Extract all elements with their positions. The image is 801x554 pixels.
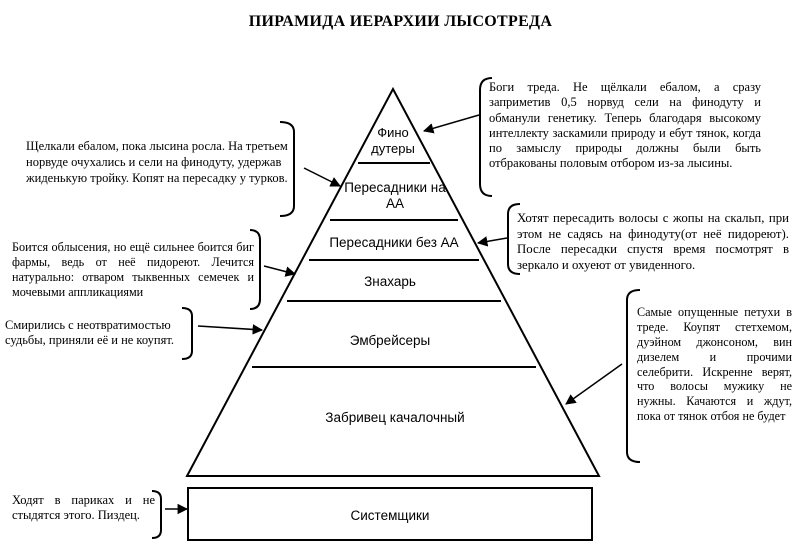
note-afraid: Боится облысения, но ещё сильнее боится …: [12, 240, 254, 299]
arrow: [263, 265, 297, 277]
level-gym-shaver: Забривец качалочный: [325, 410, 465, 425]
note-lowest: Самые опущенные петухи в треде. Коупят с…: [637, 305, 792, 424]
arrow: [303, 167, 341, 187]
bracket: [151, 490, 162, 539]
level-sysadmins: Системщики: [350, 508, 430, 523]
bracket: [279, 121, 295, 217]
level-finodutery: Фино дутеры: [371, 125, 415, 157]
bracket: [626, 289, 641, 463]
note-accepted: Смирились с неотвратимостью судьбы, прин…: [5, 318, 174, 348]
note-wigs: Ходят в париках и не стыдятся этого. Пиз…: [12, 493, 155, 523]
note-gods: Боги треда. Не щёлкали ебалом, а сразу з…: [489, 80, 761, 171]
arrow: [422, 114, 480, 134]
arrow: [197, 324, 264, 335]
page-title: ПИРАМИДА ИЕРАРХИИ ЛЫСОТРЕДА: [248, 13, 553, 30]
arrow: [476, 236, 508, 247]
level-healer: Знахарь: [364, 274, 416, 289]
bracket: [507, 203, 521, 275]
pyramid-outline: [185, 86, 601, 477]
level-embracers: Эмбрейсеры: [349, 333, 431, 348]
note-clicked: Щелкали ебалом, пока лысина росла. На тр…: [26, 139, 288, 185]
level-transplant-aa: Пересадники на АА: [344, 180, 446, 212]
note-transplant: Хотят пересадить волосы с жопы на скальп…: [517, 211, 789, 272]
level-transplant-no-aa: Пересадники без АА: [329, 235, 459, 250]
arrow: [565, 363, 623, 405]
bracket: [181, 307, 193, 360]
bracket: [249, 229, 261, 310]
bracket: [479, 77, 493, 197]
